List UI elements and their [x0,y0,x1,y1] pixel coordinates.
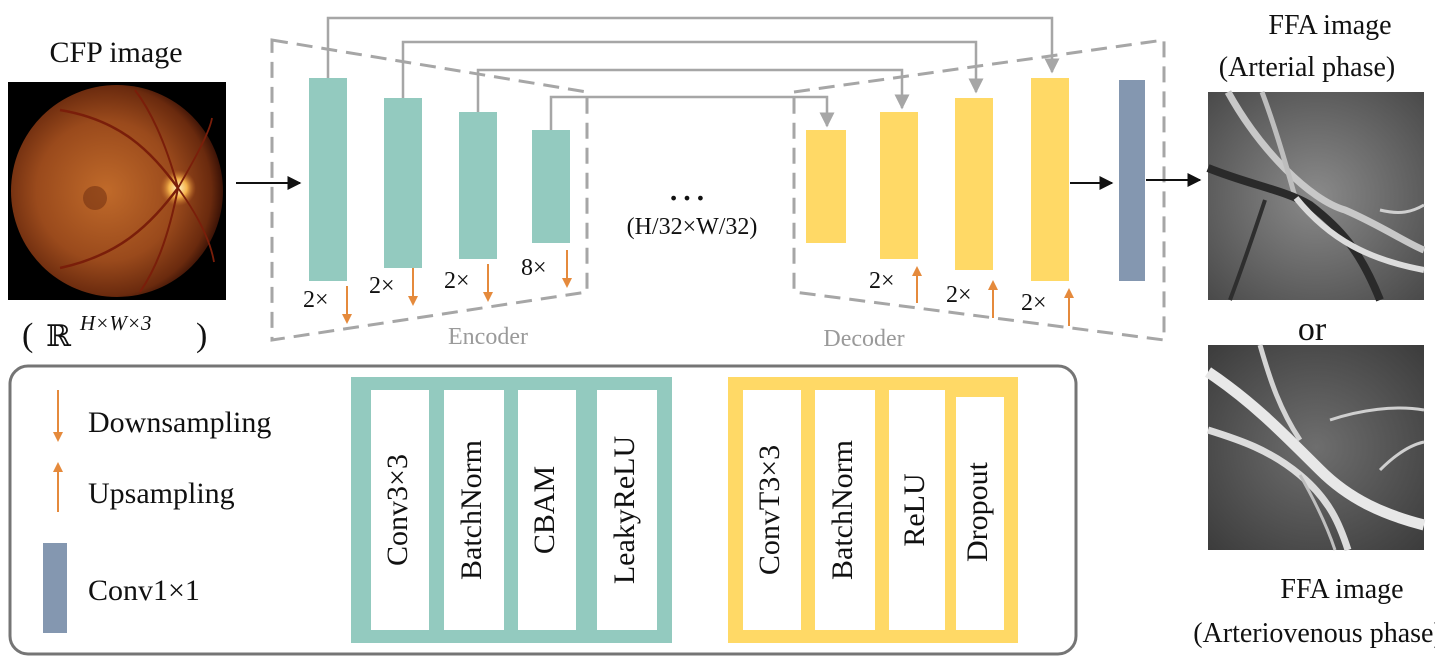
ffa-arteriovenous-image [1204,344,1426,552]
arterial-title: FFA image [1268,10,1391,41]
encoder-block-1 [309,78,347,281]
decoder-factor-3: 2× [1021,290,1047,316]
decoder-factor-1: 2× [869,268,895,294]
bottleneck-size: (H/32×W/32) [627,214,758,240]
legend-relu: ReLU [898,473,931,547]
arteriovenous-subtitle: (Arteriovenous phase) [1193,618,1435,649]
arteriovenous-title: FFA image [1280,574,1403,605]
svg-text:(: ( [22,317,33,354]
encoder-factor-2: 2× [369,273,395,299]
legend-upsampling: Upsampling [88,477,235,510]
decoder-block-1 [806,130,846,243]
legend-conv3x3: Conv3×3 [381,454,414,566]
encoder-block-2 [384,98,422,268]
legend-conv1x1-swatch [43,543,67,633]
encoder-factor-4: 8× [521,255,547,281]
legend-batchnorm-dec: BatchNorm [826,440,859,580]
decoder-block-4 [1031,78,1069,281]
decoder-factor-2: 2× [946,282,972,308]
cfp-fundus-image [8,82,226,300]
legend-dropout: Dropout [961,461,994,562]
conv1x1-block [1119,80,1145,281]
encoder-frame [270,38,589,342]
encoder-factor-3: 2× [444,268,470,294]
svg-text:ℝ: ℝ [46,320,72,353]
svg-text:): ) [196,317,207,354]
legend-conv1x1: Conv1×1 [88,574,200,607]
decoder-block-2 [880,112,918,259]
decoder-frame [792,38,1166,342]
or-label: or [1298,311,1327,348]
arterial-subtitle: (Arterial phase) [1219,52,1395,83]
legend-batchnorm-enc: BatchNorm [455,440,488,580]
legend-leakyrelu: LeakyReLU [608,436,641,585]
encoder-block-3 [459,112,497,259]
encoder-factor-1: 2× [303,287,329,313]
input-title: CFP image [49,36,182,69]
encoder-block-4 [532,130,570,243]
decoder-block-3 [955,98,993,270]
skip-connections [326,16,1060,130]
legend-box [8,364,1078,656]
ffa-arterial-image [1206,90,1426,302]
encoder-label: Encoder [448,324,528,350]
legend-convt3x3: ConvT3×3 [753,445,786,575]
input-dims: ( ℝ H×W×3 ) [22,311,207,354]
bottleneck-dots: … [667,164,707,209]
legend-downsampling: Downsampling [88,406,271,439]
decoder-label: Decoder [823,326,904,352]
legend-cbam: CBAM [528,466,561,554]
svg-text:H×W×3: H×W×3 [79,311,152,335]
